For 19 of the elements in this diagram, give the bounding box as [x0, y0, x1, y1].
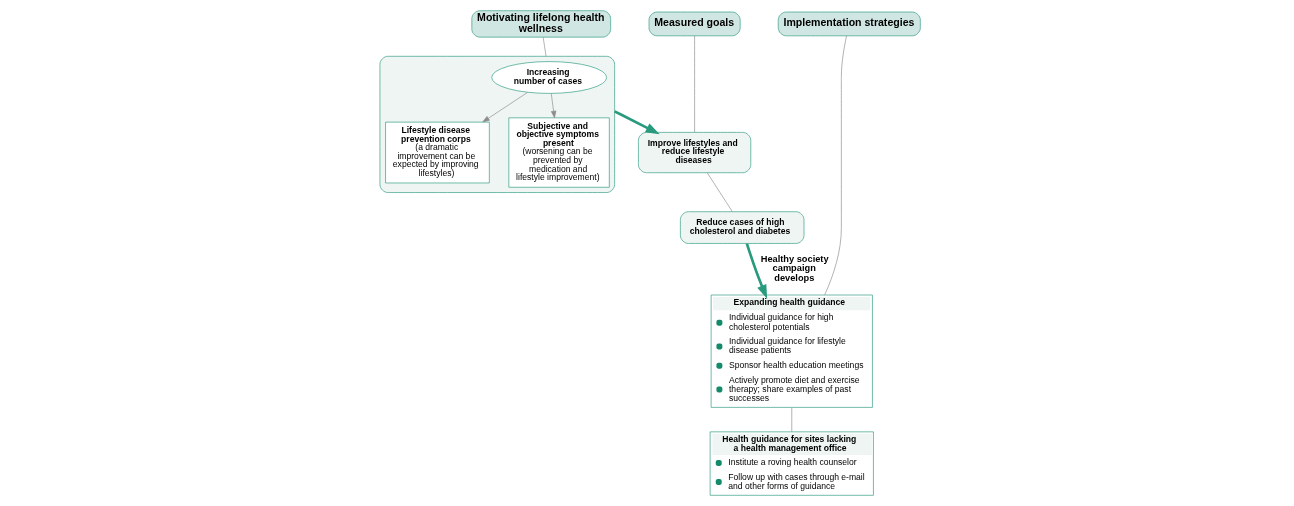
node-box: Measured goals	[648, 11, 741, 37]
node-box: Motivating lifelong health wellness	[471, 10, 611, 38]
connector	[693, 35, 695, 133]
node-box: Reduce cases of high cholesterol and diabetes	[679, 211, 804, 244]
node-box: Implementation strategies	[777, 11, 921, 37]
connector	[790, 407, 792, 432]
arrow	[613, 110, 660, 135]
node-box: Improve lifestyles and reduce lifestyle diseases	[637, 132, 751, 174]
cluster	[379, 56, 615, 193]
edge-label: Healthy society campaign develops	[760, 254, 829, 283]
connector	[542, 36, 546, 57]
node-box: Lifestyle disease prevention corps (a dramatic improvement can be expected by improving lifestyles)	[384, 121, 490, 184]
arrow	[745, 243, 767, 299]
arrow	[481, 92, 528, 123]
connector	[823, 35, 847, 296]
arrow	[550, 93, 556, 119]
node-box: Subjective and objective symptoms present (worsening can be prevented by medication and lifestyle improvement)	[508, 117, 610, 188]
connector	[706, 172, 733, 213]
node-ellipse: Increasing number of cases	[490, 61, 607, 94]
